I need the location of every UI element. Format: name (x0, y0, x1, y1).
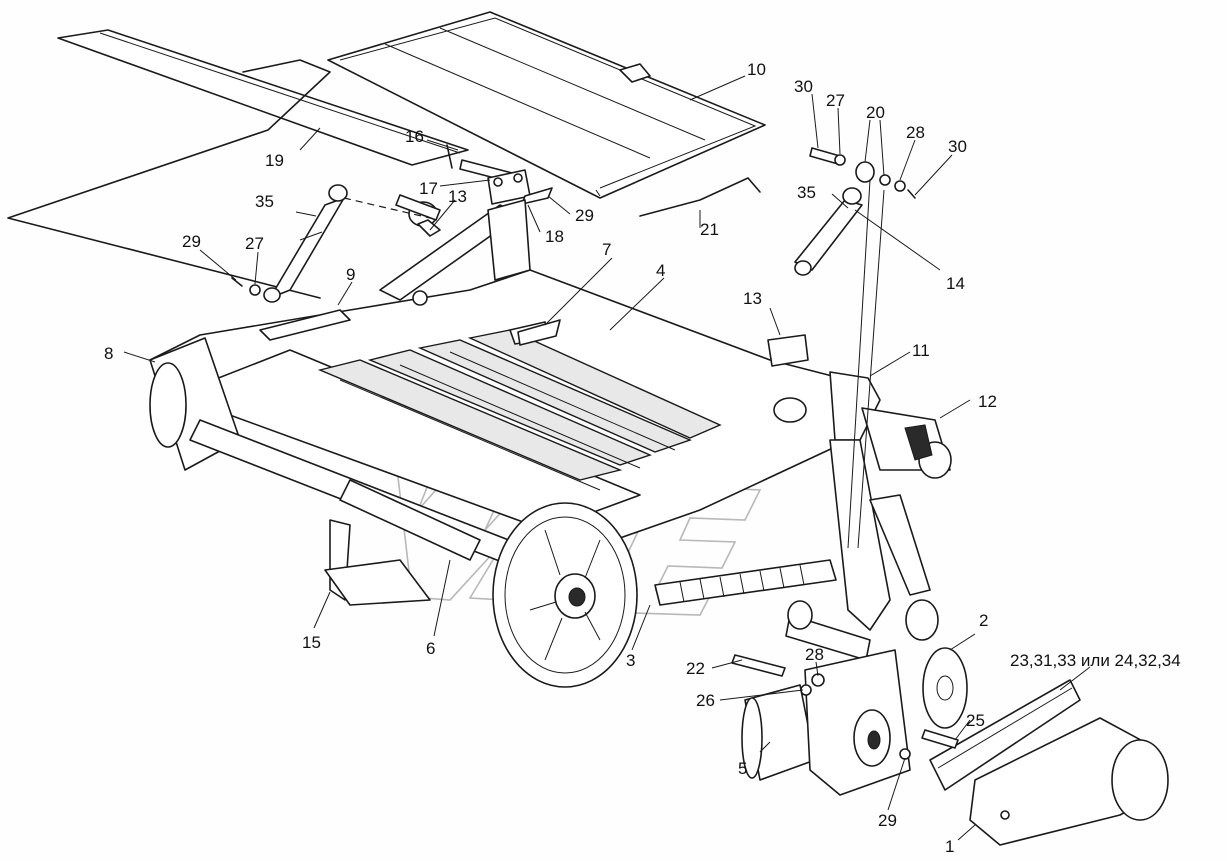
callout-28-upper: 28 (805, 645, 824, 664)
part-5-motor-reducer (741, 649, 911, 796)
callout-27-right: 28 (906, 123, 925, 142)
callout-25: 25 (966, 711, 985, 730)
part-11-12-right-support (829, 371, 952, 641)
callout-27-left: 27 (245, 234, 264, 253)
assembly-guide-lines (847, 179, 885, 549)
part-27-left-washer (249, 284, 261, 296)
part-13-right (767, 334, 809, 367)
callout-13-left: 13 (448, 187, 467, 206)
callout-21: 21 (700, 220, 719, 239)
callout-19: 19 (265, 151, 284, 170)
callout-22: 22 (686, 659, 705, 678)
leader-lines (123, 75, 1091, 841)
part-22-plate (731, 654, 786, 677)
callout-23-31-33: 23,31,33 или 24,32,34 (1010, 651, 1181, 670)
callout-30: 30 (794, 77, 813, 96)
left-guide-sheet (7, 59, 331, 299)
callout-16: 16 (405, 127, 424, 146)
callout-2: 2 (979, 611, 989, 630)
callout-29-left: 29 (182, 232, 201, 251)
callout-35-right: 35 (797, 183, 816, 202)
callout-20: 20 (866, 103, 885, 122)
callout-26: 26 (696, 691, 715, 710)
callout-10: 10 (747, 60, 766, 79)
callout-15: 15 (302, 633, 321, 652)
callout-8: 8 (104, 344, 114, 363)
part-29-left-pin (231, 277, 243, 287)
part-30-20-27-pins (809, 147, 916, 199)
callout-35-left: 35 (255, 192, 274, 211)
callout-9: 9 (346, 265, 356, 284)
part-1-belt-guard (929, 679, 1169, 846)
callout-27-top: 27 (826, 91, 845, 110)
callout-29-right: 30 (948, 137, 967, 156)
callout-12: 12 (978, 392, 997, 411)
part-35-right-cylinder (794, 187, 863, 276)
callout-11: 11 (912, 341, 930, 360)
callout-13-right: 13 (743, 289, 762, 308)
part-16-17-18-pins (446, 144, 553, 205)
callout-6: 6 (426, 639, 436, 658)
part-17-pin (395, 194, 441, 221)
callout-29-center: 29 (575, 206, 594, 225)
callout-5: 5 (738, 759, 748, 778)
callout-14: 14 (946, 274, 965, 293)
drive-pulley (492, 502, 638, 688)
part-21-rod (639, 177, 761, 217)
left-cylinder-axis (343, 197, 431, 219)
part-19-strip (57, 29, 469, 166)
part-13-right-hub (773, 397, 807, 423)
callout-18: 18 (545, 227, 564, 246)
part-10-cover-plate (327, 11, 766, 199)
callout-1: 1 (945, 837, 955, 856)
part-2-sprocket (785, 600, 968, 729)
part-3-spring (654, 559, 837, 606)
part-35-left-cylinder (263, 184, 348, 303)
part-28-washer-lower (899, 748, 911, 760)
callout-4: 4 (656, 261, 666, 280)
callout-17: 17 (419, 179, 438, 198)
callout-28-lower: 29 (878, 811, 897, 830)
main-frame (149, 199, 851, 606)
part-25-key (921, 729, 959, 749)
callout-7: 7 (602, 240, 612, 259)
callout-3: 3 (626, 651, 636, 670)
